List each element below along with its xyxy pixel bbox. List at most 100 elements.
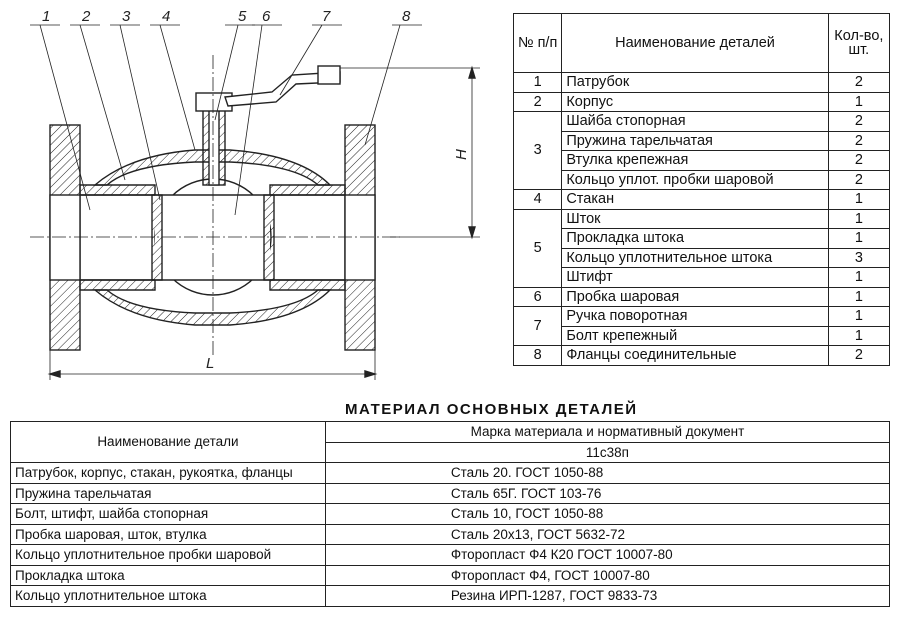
part-qty: 1 bbox=[827, 208, 891, 229]
header-qty: Кол-во, шт. bbox=[827, 13, 891, 73]
part-name: Пробка шаровая bbox=[561, 286, 829, 307]
material-spec: Сталь 20. ГОСТ 1050-88 bbox=[324, 462, 891, 484]
part-qty: 1 bbox=[827, 267, 891, 288]
callout-3: 3 bbox=[122, 8, 131, 25]
part-qty: 1 bbox=[827, 306, 891, 327]
model-code: 11с38п bbox=[324, 441, 891, 463]
part-number: 3 bbox=[512, 111, 563, 190]
part-name: Стакан bbox=[561, 189, 829, 210]
stem bbox=[208, 99, 220, 186]
part-name: Пружина тарельчатая bbox=[561, 130, 829, 151]
material-spec: Фторопласт Ф4, ГОСТ 10007-80 bbox=[324, 564, 891, 586]
material-part: Прокладка штока bbox=[10, 564, 326, 586]
dimension-label-h: H bbox=[453, 149, 470, 160]
part-qty: 2 bbox=[827, 111, 891, 132]
part-number: 7 bbox=[512, 306, 563, 346]
part-name: Шток bbox=[561, 208, 829, 229]
callout-6: 6 bbox=[262, 8, 271, 25]
part-qty: 1 bbox=[827, 228, 891, 249]
header-num: № п/п bbox=[512, 13, 563, 73]
left-pipe bbox=[79, 184, 156, 291]
callout-4: 4 bbox=[162, 8, 170, 25]
callout-5: 5 bbox=[238, 8, 247, 25]
part-qty: 2 bbox=[827, 169, 891, 190]
material-part: Пружина тарельчатая bbox=[10, 482, 326, 504]
header-part: Наименование детали bbox=[10, 421, 326, 463]
material-spec: Резина ИРП-1287, ГОСТ 9833-73 bbox=[324, 585, 891, 607]
part-number: 8 bbox=[512, 345, 563, 366]
header-name: Наименование деталей bbox=[561, 13, 829, 73]
header-material: Марка материала и нормативный документ bbox=[324, 421, 891, 443]
material-part: Кольцо уплотнительное штока bbox=[10, 585, 326, 607]
material-part: Болт, штифт, шайба стопорная bbox=[10, 503, 326, 525]
part-number: 1 bbox=[512, 72, 563, 93]
part-number: 4 bbox=[512, 189, 563, 210]
materials-table: Наименование детали Марка материала и но… bbox=[10, 421, 891, 607]
seat-ring-right bbox=[263, 194, 275, 281]
material-spec: Сталь 20х13, ГОСТ 5632-72 bbox=[324, 523, 891, 545]
part-name: Патрубок bbox=[561, 72, 829, 93]
seat-ring-left bbox=[151, 194, 163, 281]
callout-8: 8 bbox=[402, 8, 411, 25]
part-name: Болт крепежный bbox=[561, 325, 829, 346]
part-name: Штифт bbox=[561, 267, 829, 288]
right-pipe bbox=[269, 184, 346, 291]
part-qty: 2 bbox=[827, 72, 891, 93]
part-number: 5 bbox=[512, 208, 563, 288]
part-qty: 2 bbox=[827, 150, 891, 171]
material-spec: Сталь 10, ГОСТ 1050-88 bbox=[324, 503, 891, 525]
part-name: Прокладка штока bbox=[561, 228, 829, 249]
parts-table: № п/п Наименование деталей Кол-во, шт. 1… bbox=[512, 13, 891, 366]
callout-2: 2 bbox=[81, 8, 91, 25]
part-name: Кольцо уплотнительное штока bbox=[561, 247, 829, 268]
table-row: Патрубок, корпус, стакан, рукоятка, флан… bbox=[10, 462, 891, 484]
part-number: 6 bbox=[512, 286, 563, 307]
part-number: 2 bbox=[512, 91, 563, 112]
part-qty: 1 bbox=[827, 286, 891, 307]
material-part: Пробка шаровая, шток, втулка bbox=[10, 523, 326, 545]
part-name: Шайба стопорная bbox=[561, 111, 829, 132]
part-qty: 3 bbox=[827, 247, 891, 268]
part-name: Фланцы соединительные bbox=[561, 345, 829, 366]
part-qty: 2 bbox=[827, 130, 891, 151]
material-spec: Фторопласт Ф4 К20 ГОСТ 10007-80 bbox=[324, 544, 891, 566]
part-qty: 1 bbox=[827, 189, 891, 210]
callout-1: 1 bbox=[42, 8, 50, 25]
material-part: Патрубок, корпус, стакан, рукоятка, флан… bbox=[10, 462, 326, 484]
materials-title: МАТЕРИАЛ ОСНОВНЫХ ДЕТАЛЕЙ bbox=[345, 401, 638, 418]
part-name: Ручка поворотная bbox=[561, 306, 829, 327]
part-name: Корпус bbox=[561, 91, 829, 112]
callout-7: 7 bbox=[322, 8, 331, 25]
dimension-label-l: L bbox=[206, 355, 214, 372]
valve-section-drawing: 1 2 3 4 5 6 7 8 L H bbox=[30, 8, 480, 380]
part-qty: 1 bbox=[827, 325, 891, 346]
part-qty: 2 bbox=[827, 345, 891, 366]
material-part: Кольцо уплотнительное пробки шаровой bbox=[10, 544, 326, 566]
part-name: Кольцо уплот. пробки шаровой bbox=[561, 169, 829, 190]
part-name: Втулка крепежная bbox=[561, 150, 829, 171]
valve-body bbox=[93, 149, 332, 186]
part-qty: 1 bbox=[827, 91, 891, 112]
material-spec: Сталь 65Г. ГОСТ 103-76 bbox=[324, 482, 891, 504]
